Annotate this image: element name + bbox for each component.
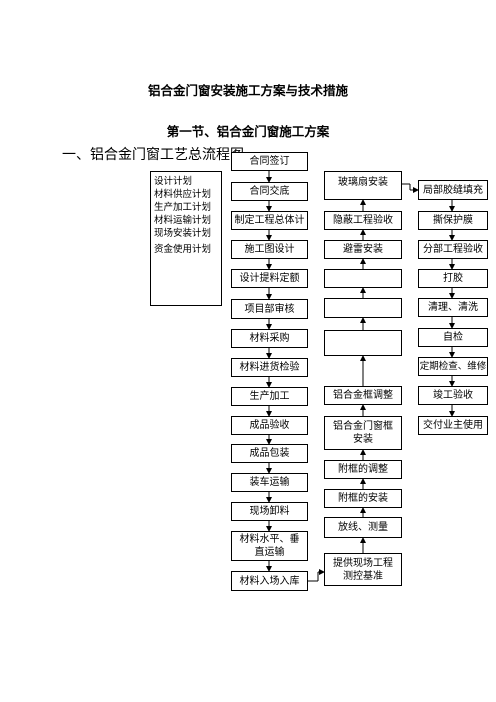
plan-item: 材料运输计划 xyxy=(154,215,212,226)
step-frame-install: 铝合金门窗框安装 xyxy=(324,416,402,450)
step-handover: 交付业主使用 xyxy=(418,416,488,435)
step-maintenance: 定期检查、维修 xyxy=(418,357,488,376)
step-material-transport: 材料水平、垂直运输 xyxy=(231,531,308,561)
step-cleaning: 清理、清洗 xyxy=(418,298,488,317)
step-incoming-inspection: 材料进货检验 xyxy=(231,358,308,377)
step-concealed-acceptance: 隐蔽工程验收 xyxy=(324,211,402,230)
step-subframe-install: 附框的安装 xyxy=(324,489,402,508)
step-product-acceptance: 成品验收 xyxy=(231,416,308,435)
step-remove-film: 撕保护膜 xyxy=(418,211,488,230)
step-glass-sash-install: 玻璃扇安装 xyxy=(324,171,402,200)
step-material-storage: 材料入场入库 xyxy=(231,571,308,591)
step-contract-signing: 合同签订 xyxy=(231,152,308,171)
step-layout-measure: 放线、测量 xyxy=(324,517,402,538)
step-blank-upper xyxy=(324,330,402,356)
step-subframe-adjust: 附框的调整 xyxy=(324,460,402,479)
document-title: 铝合金门窗安装施工方案与技术措施 xyxy=(147,83,348,98)
step-gap-blank xyxy=(324,269,402,288)
step-frame-adjust: 铝合金框调整 xyxy=(324,386,402,405)
step-contract-briefing: 合同交底 xyxy=(231,182,308,201)
plan-item: 材料供应计划 xyxy=(154,189,212,200)
plan-item: 生产加工计划 xyxy=(154,202,212,213)
step-lightning-protection: 避雷安装 xyxy=(324,240,402,259)
step-construction-drawing: 施工图设计 xyxy=(231,240,308,259)
step-product-packaging: 成品包装 xyxy=(231,444,308,463)
step-joint-filling: 局部胶缝填充 xyxy=(418,180,488,200)
step-completion-acceptance: 竣工验收 xyxy=(418,386,488,405)
step-self-check: 自检 xyxy=(418,328,488,347)
step-overall-plan: 制定工程总体计 xyxy=(231,211,308,230)
plan-item: 现场安装计划 xyxy=(154,228,212,239)
step-material-quota: 设计提料定额 xyxy=(231,269,308,288)
step-site-unloading: 现场卸料 xyxy=(231,502,308,521)
subsection-heading: 一、铝合金门窗工艺总流程图 xyxy=(62,147,244,163)
plan-item: 资金使用计划 xyxy=(154,244,212,255)
plans-box: 设计计划 材料供应计划 生产加工计划 材料运输计划 现场安装计划 资金使用计划 xyxy=(150,171,222,306)
step-production: 生产加工 xyxy=(231,387,308,406)
step-blank-lower xyxy=(324,298,402,318)
step-sealing: 打胶 xyxy=(418,269,488,288)
step-loading-transport: 装车运输 xyxy=(231,473,308,492)
step-material-purchase: 材料采购 xyxy=(231,329,308,348)
step-survey-reference: 提供现场工程测控基准 xyxy=(324,553,402,586)
step-project-review: 项目部审核 xyxy=(231,299,308,319)
section-title: 第一节、铝合金门窗施工方案 xyxy=(166,124,330,139)
plan-item: 设计计划 xyxy=(154,176,193,187)
step-sub-project-acceptance: 分部工程验收 xyxy=(418,240,488,259)
